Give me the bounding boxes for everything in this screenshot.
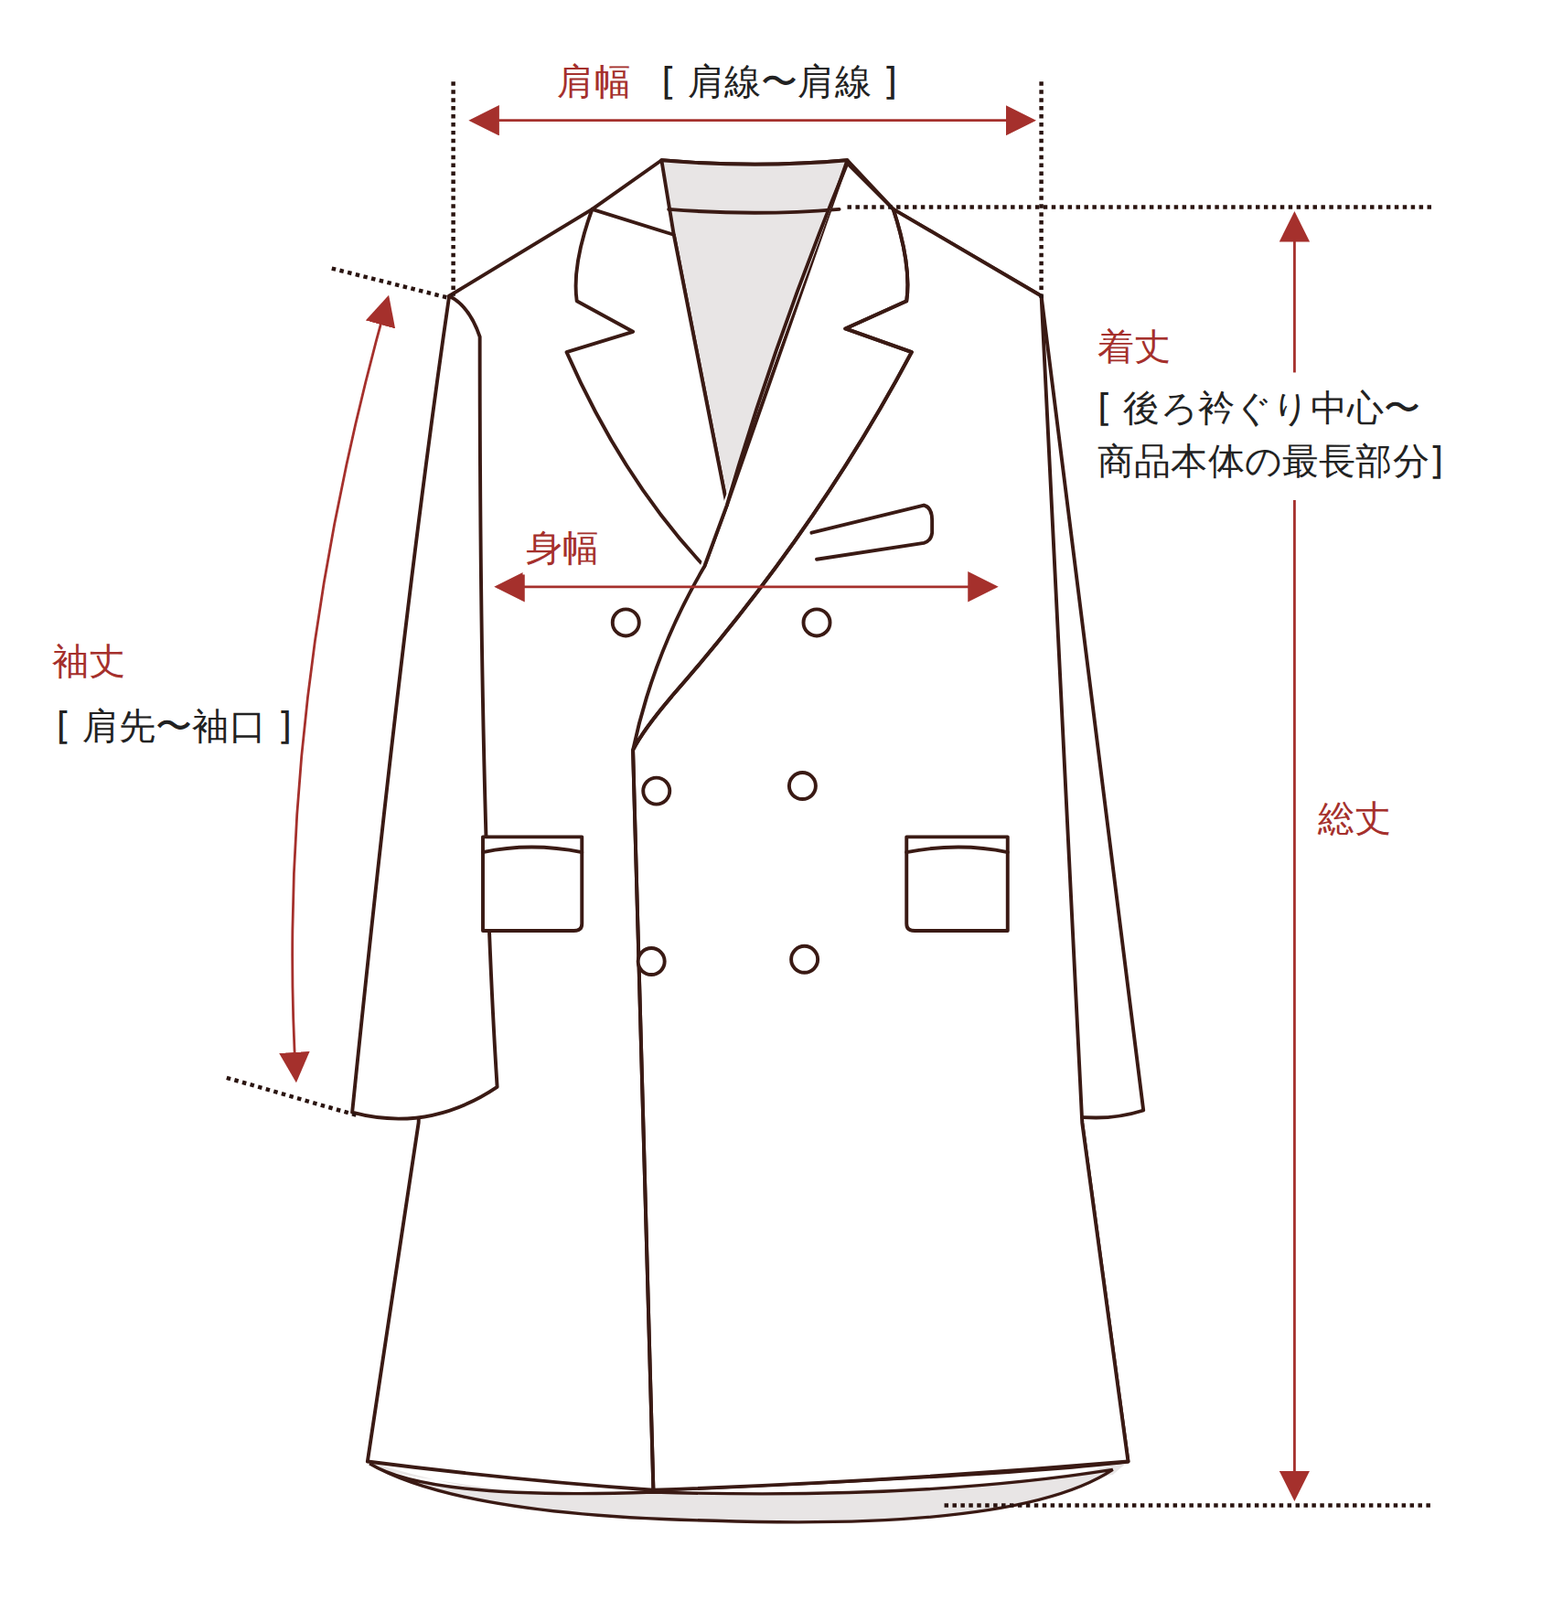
dimension-name: 着丈: [1094, 321, 1175, 375]
dimension-name: 袖丈: [49, 634, 129, 688]
dimension-note: [ 肩線〜肩線 ]: [658, 54, 901, 108]
dimension-note: [ 後ろ衿ぐり中心〜 商品本体の最長部分]: [1094, 381, 1541, 489]
dimension-note: [ 肩先〜袖口 ]: [53, 700, 296, 754]
dimension-name: 肩幅: [554, 54, 634, 108]
dimension-name: 身幅: [523, 521, 603, 575]
dimension-name: 総丈: [1315, 792, 1395, 846]
